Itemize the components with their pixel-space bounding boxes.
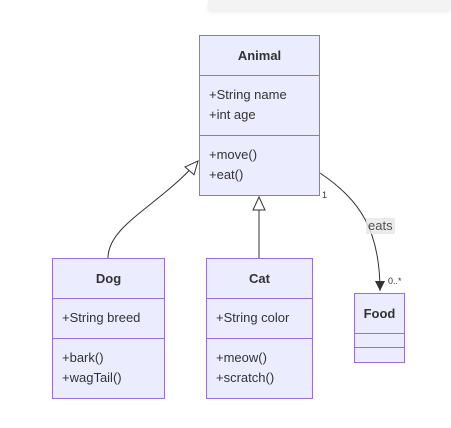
class-animal: Animal +String name +int age +move() +ea… — [199, 35, 320, 196]
animal-to-food-association-edge — [319, 172, 385, 292]
class-name: Animal — [200, 36, 319, 76]
attribute: +String name — [209, 87, 287, 102]
attribute-list: +String color — [207, 299, 312, 339]
class-name: Cat — [207, 259, 312, 299]
top-edge-shade — [208, 0, 451, 10]
method: +eat() — [209, 167, 244, 182]
method: +move() — [209, 147, 258, 162]
method: +wagTail() — [62, 370, 122, 385]
method: +scratch() — [216, 370, 275, 385]
method: +bark() — [62, 350, 104, 365]
attribute-list — [355, 334, 404, 348]
dog-to-animal-inheritance-edge — [107, 160, 199, 259]
class-dog: Dog +String breed +bark() +wagTail() — [52, 258, 165, 399]
target-multiplicity: 0..* — [388, 276, 402, 286]
attribute: +String breed — [62, 310, 141, 325]
attribute-list: +String name +int age — [200, 76, 319, 136]
class-name: Dog — [53, 259, 164, 299]
class-food: Food — [354, 293, 405, 363]
method-list: +meow() +scratch() — [207, 339, 312, 388]
class-cat: Cat +String color +meow() +scratch() — [206, 258, 313, 399]
attribute: +String color — [216, 310, 290, 325]
class-name: Food — [355, 294, 404, 334]
method-list: +move() +eat() — [200, 136, 319, 185]
method-list — [355, 348, 404, 362]
method-list: +bark() +wagTail() — [53, 339, 164, 388]
attribute: +int age — [209, 107, 256, 122]
association-label: eats — [366, 218, 395, 234]
source-multiplicity: 1 — [322, 190, 328, 200]
method: +meow() — [216, 350, 267, 365]
attribute-list: +String breed — [53, 299, 164, 339]
